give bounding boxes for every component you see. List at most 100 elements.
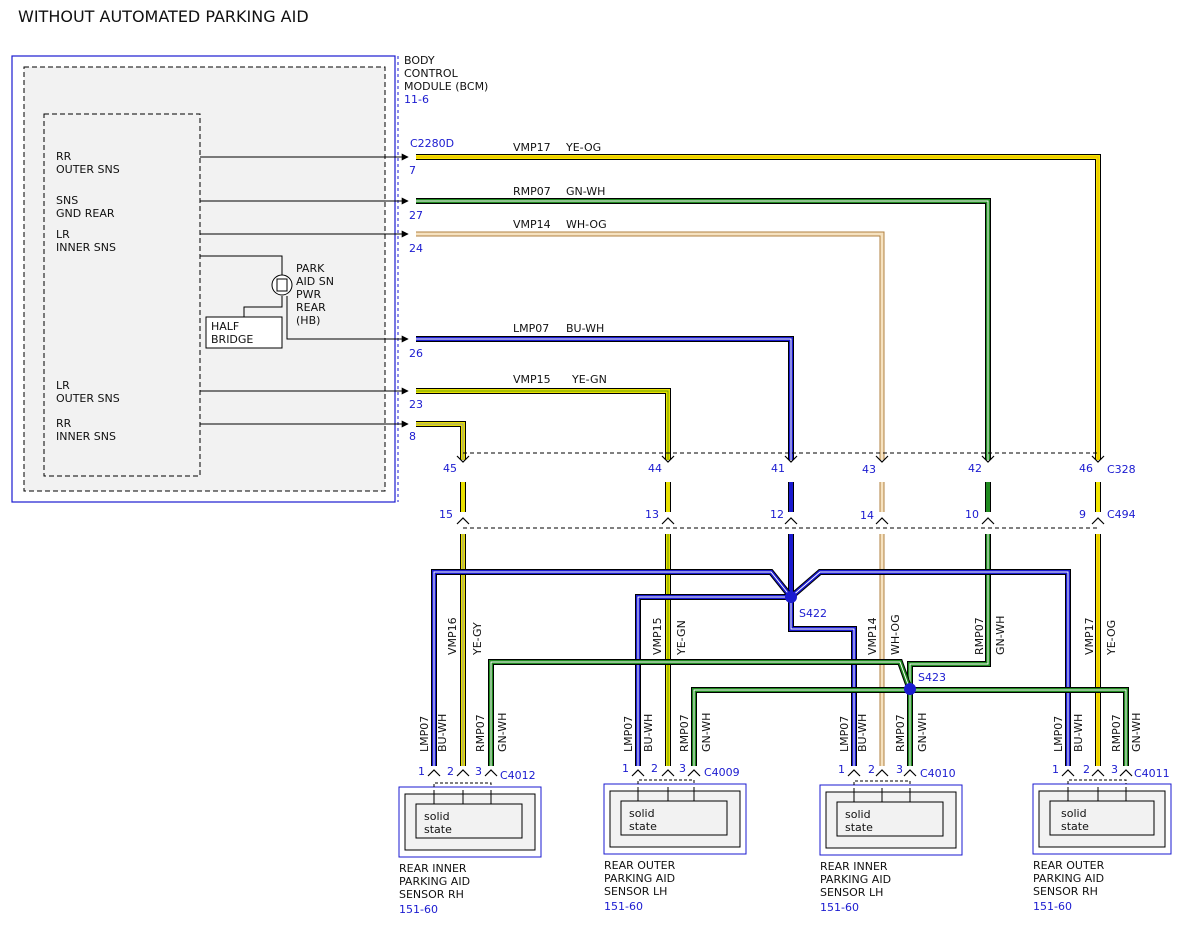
svg-text:PARKING AID: PARKING AID [604, 872, 675, 885]
svg-text:2: 2 [651, 762, 658, 775]
splice-s422: S422 [785, 591, 827, 620]
svg-text:GN-WH: GN-WH [916, 713, 929, 752]
svg-text:REAR INNER: REAR INNER [399, 862, 467, 875]
svg-text:151-60: 151-60 [1033, 900, 1072, 913]
vertical-wire-labels: VMP16 YE-GY VMP15 YE-GN VMP14 WH-OG RMP0… [446, 614, 1118, 656]
svg-text:YE-GN: YE-GN [675, 620, 688, 656]
svg-text:24: 24 [409, 242, 423, 255]
svg-text:151-60: 151-60 [820, 901, 859, 914]
svg-text:BU-WH: BU-WH [566, 322, 604, 335]
sensor-connector-terminal [903, 769, 917, 777]
wires [416, 154, 1129, 766]
svg-text:1: 1 [838, 763, 845, 776]
svg-text:RMP07: RMP07 [1110, 714, 1123, 752]
svg-text:SENSOR LH: SENSOR LH [820, 886, 883, 899]
svg-text:BU-WH: BU-WH [642, 714, 655, 752]
c328-terminal [661, 455, 675, 463]
svg-text:RR: RR [56, 150, 72, 163]
sensor-connector-terminal [875, 769, 889, 777]
svg-text:PWR: PWR [296, 288, 322, 301]
svg-text:S422: S422 [799, 607, 827, 620]
svg-text:42: 42 [968, 462, 982, 475]
svg-text:solid: solid [845, 808, 871, 821]
wire-lmp07-branch [431, 569, 794, 766]
svg-text:VMP15: VMP15 [513, 373, 551, 386]
svg-text:1: 1 [418, 765, 425, 778]
svg-text:state: state [424, 823, 452, 836]
sensor-connector-terminal [631, 769, 645, 777]
svg-text:LMP07: LMP07 [513, 322, 549, 335]
svg-text:INNER SNS: INNER SNS [56, 241, 116, 254]
svg-text:GND REAR: GND REAR [56, 207, 115, 220]
sensor-rear-outer-lh: solid state REAR OUTER PARKING AID SENSO… [603, 779, 747, 913]
sensor-connector-terminal [687, 769, 701, 777]
sensor-connector-terminal [1091, 769, 1105, 777]
connector-arrowheads [427, 455, 1133, 777]
svg-text:C328: C328 [1107, 463, 1136, 476]
svg-text:45: 45 [443, 462, 457, 475]
svg-text:151-60: 151-60 [399, 903, 438, 916]
svg-text:LMP07: LMP07 [838, 716, 851, 752]
svg-text:VMP14: VMP14 [513, 218, 551, 231]
c494-terminal [661, 517, 675, 525]
svg-text:LMP07: LMP07 [418, 716, 431, 752]
svg-text:state: state [1061, 820, 1089, 833]
svg-text:SENSOR LH: SENSOR LH [604, 885, 667, 898]
svg-text:RMP07: RMP07 [474, 714, 487, 752]
svg-text:VMP17: VMP17 [513, 141, 551, 154]
svg-text:GN-WH: GN-WH [1130, 713, 1143, 752]
svg-text:LR: LR [56, 379, 70, 392]
svg-text:VMP15: VMP15 [651, 617, 664, 655]
sensor-connector-terminal [456, 769, 470, 777]
svg-text:YE-OG: YE-OG [1105, 620, 1118, 656]
svg-text:9: 9 [1079, 508, 1086, 521]
sensor-connector-terminal [847, 769, 861, 777]
svg-text:1: 1 [1052, 763, 1059, 776]
svg-text:PARK: PARK [296, 262, 325, 275]
c328-terminal [784, 455, 798, 463]
svg-text:CONTROL: CONTROL [404, 67, 459, 80]
svg-text:VMP14: VMP14 [866, 617, 879, 655]
sensor-connector-terminal [661, 769, 675, 777]
svg-text:12: 12 [770, 508, 784, 521]
svg-text:SENSOR RH: SENSOR RH [1033, 885, 1098, 898]
sensor-connector-terminal [1061, 769, 1075, 777]
page-title: WITHOUT AUTOMATED PARKING AID [18, 7, 309, 26]
svg-text:REAR OUTER: REAR OUTER [604, 859, 676, 872]
bcm-module [11, 55, 399, 503]
svg-text:SENSOR RH: SENSOR RH [399, 888, 464, 901]
svg-text:3: 3 [1111, 763, 1118, 776]
svg-text:41: 41 [771, 462, 785, 475]
svg-text:C4012: C4012 [500, 769, 536, 782]
svg-text:43: 43 [862, 463, 876, 476]
c328-terminal [456, 455, 470, 463]
wire-vmp16 [416, 421, 466, 460]
svg-text:7: 7 [409, 164, 416, 177]
svg-text:YE-GN: YE-GN [571, 373, 607, 386]
svg-text:10: 10 [965, 508, 979, 521]
svg-text:13: 13 [645, 508, 659, 521]
half-bridge-box: HALF BRIDGE [205, 316, 283, 349]
svg-text:1: 1 [622, 762, 629, 775]
c328-terminal [875, 455, 889, 463]
bcm-pin-numbers: 7 27 24 26 23 8 [409, 164, 423, 443]
sensor-connector-terminal [427, 769, 441, 777]
c494-terminal [456, 517, 470, 525]
svg-text:LMP07: LMP07 [622, 716, 635, 752]
svg-text:14: 14 [860, 509, 874, 522]
c494-terminal [784, 517, 798, 525]
connector-c328: C328 45 44 41 43 42 46 [443, 452, 1136, 476]
svg-text:BRIDGE: BRIDGE [211, 333, 253, 346]
svg-text:44: 44 [648, 462, 662, 475]
svg-text:(HB): (HB) [296, 314, 320, 327]
sensor-rear-outer-rh: solid state REAR OUTER PARKING AID SENSO… [1032, 779, 1172, 913]
svg-text:PARKING AID: PARKING AID [399, 875, 470, 888]
svg-text:LR: LR [56, 228, 70, 241]
svg-text:23: 23 [409, 398, 423, 411]
svg-text:C4010: C4010 [920, 767, 956, 780]
c494-terminal [981, 517, 995, 525]
splice-s423: S423 [904, 671, 946, 695]
svg-text:3: 3 [475, 765, 482, 778]
bcm-output-lines [200, 153, 409, 428]
